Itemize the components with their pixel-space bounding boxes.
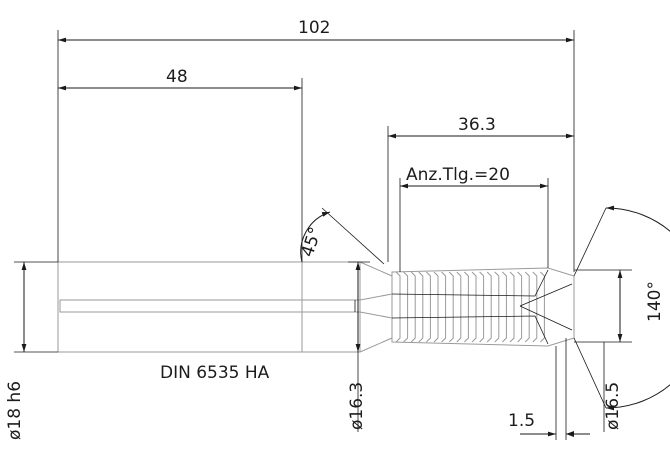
dim-thread-section: 36.3 [387, 115, 574, 262]
thread-flute [441, 271, 447, 343]
thread-flute [509, 271, 515, 343]
thread-flute [448, 271, 454, 343]
dim-shank-length: 48 [58, 67, 303, 262]
thread-flute [532, 271, 538, 343]
shank-diameter-label: ø18 h6 [5, 381, 25, 440]
thread-flute [426, 271, 431, 343]
thread-flute [486, 271, 492, 343]
coolant-channel [359, 293, 393, 319]
dim-thread-count: Anz.Tlg.=20 [399, 165, 549, 272]
coolant-bore [59, 299, 361, 313]
tip-diameter-label: ø16.5 [603, 382, 623, 430]
thread-flute [464, 271, 469, 343]
cutting-head [391, 267, 575, 347]
dim-tip-offset: 1.5 [508, 338, 590, 440]
dim-point-angle: 140° [573, 205, 670, 411]
chamfer [359, 261, 393, 353]
standard-note: DIN 6535 HA [160, 363, 270, 383]
dim-shank-diameter: ø18 h6 [5, 261, 58, 440]
tip-offset-label: 1.5 [508, 411, 535, 431]
thread-flute [410, 271, 416, 343]
thread-flute [517, 271, 523, 343]
overall-length-label: 102 [298, 18, 330, 38]
thread-flute [433, 271, 439, 343]
thread-flute [395, 271, 401, 343]
tool-outline [57, 261, 393, 353]
thread-count-label: Anz.Tlg.=20 [406, 165, 510, 185]
shank [57, 261, 303, 353]
thread-flute [502, 271, 507, 343]
thread-flute [524, 271, 530, 343]
thread-flute [471, 271, 477, 343]
thread-flute [479, 271, 485, 343]
thread-flute [494, 271, 500, 343]
dim-tip-diameter: ø16.5 [574, 269, 632, 432]
dim-overall-length: 102 [57, 18, 575, 272]
dim-neck-diameter: ø16.3 [347, 261, 370, 432]
neck-diameter-label: ø16.3 [347, 382, 367, 430]
shank-length-label: 48 [166, 67, 188, 87]
thread-flute [540, 271, 545, 343]
thread-flute [418, 271, 424, 343]
neck [302, 261, 361, 353]
point-angle-label: 140° [645, 281, 665, 322]
dim-chamfer-angle: 45° [298, 207, 385, 265]
thread-flute [456, 271, 462, 343]
thread-flute [403, 271, 409, 343]
thread-section-label: 36.3 [458, 115, 496, 135]
